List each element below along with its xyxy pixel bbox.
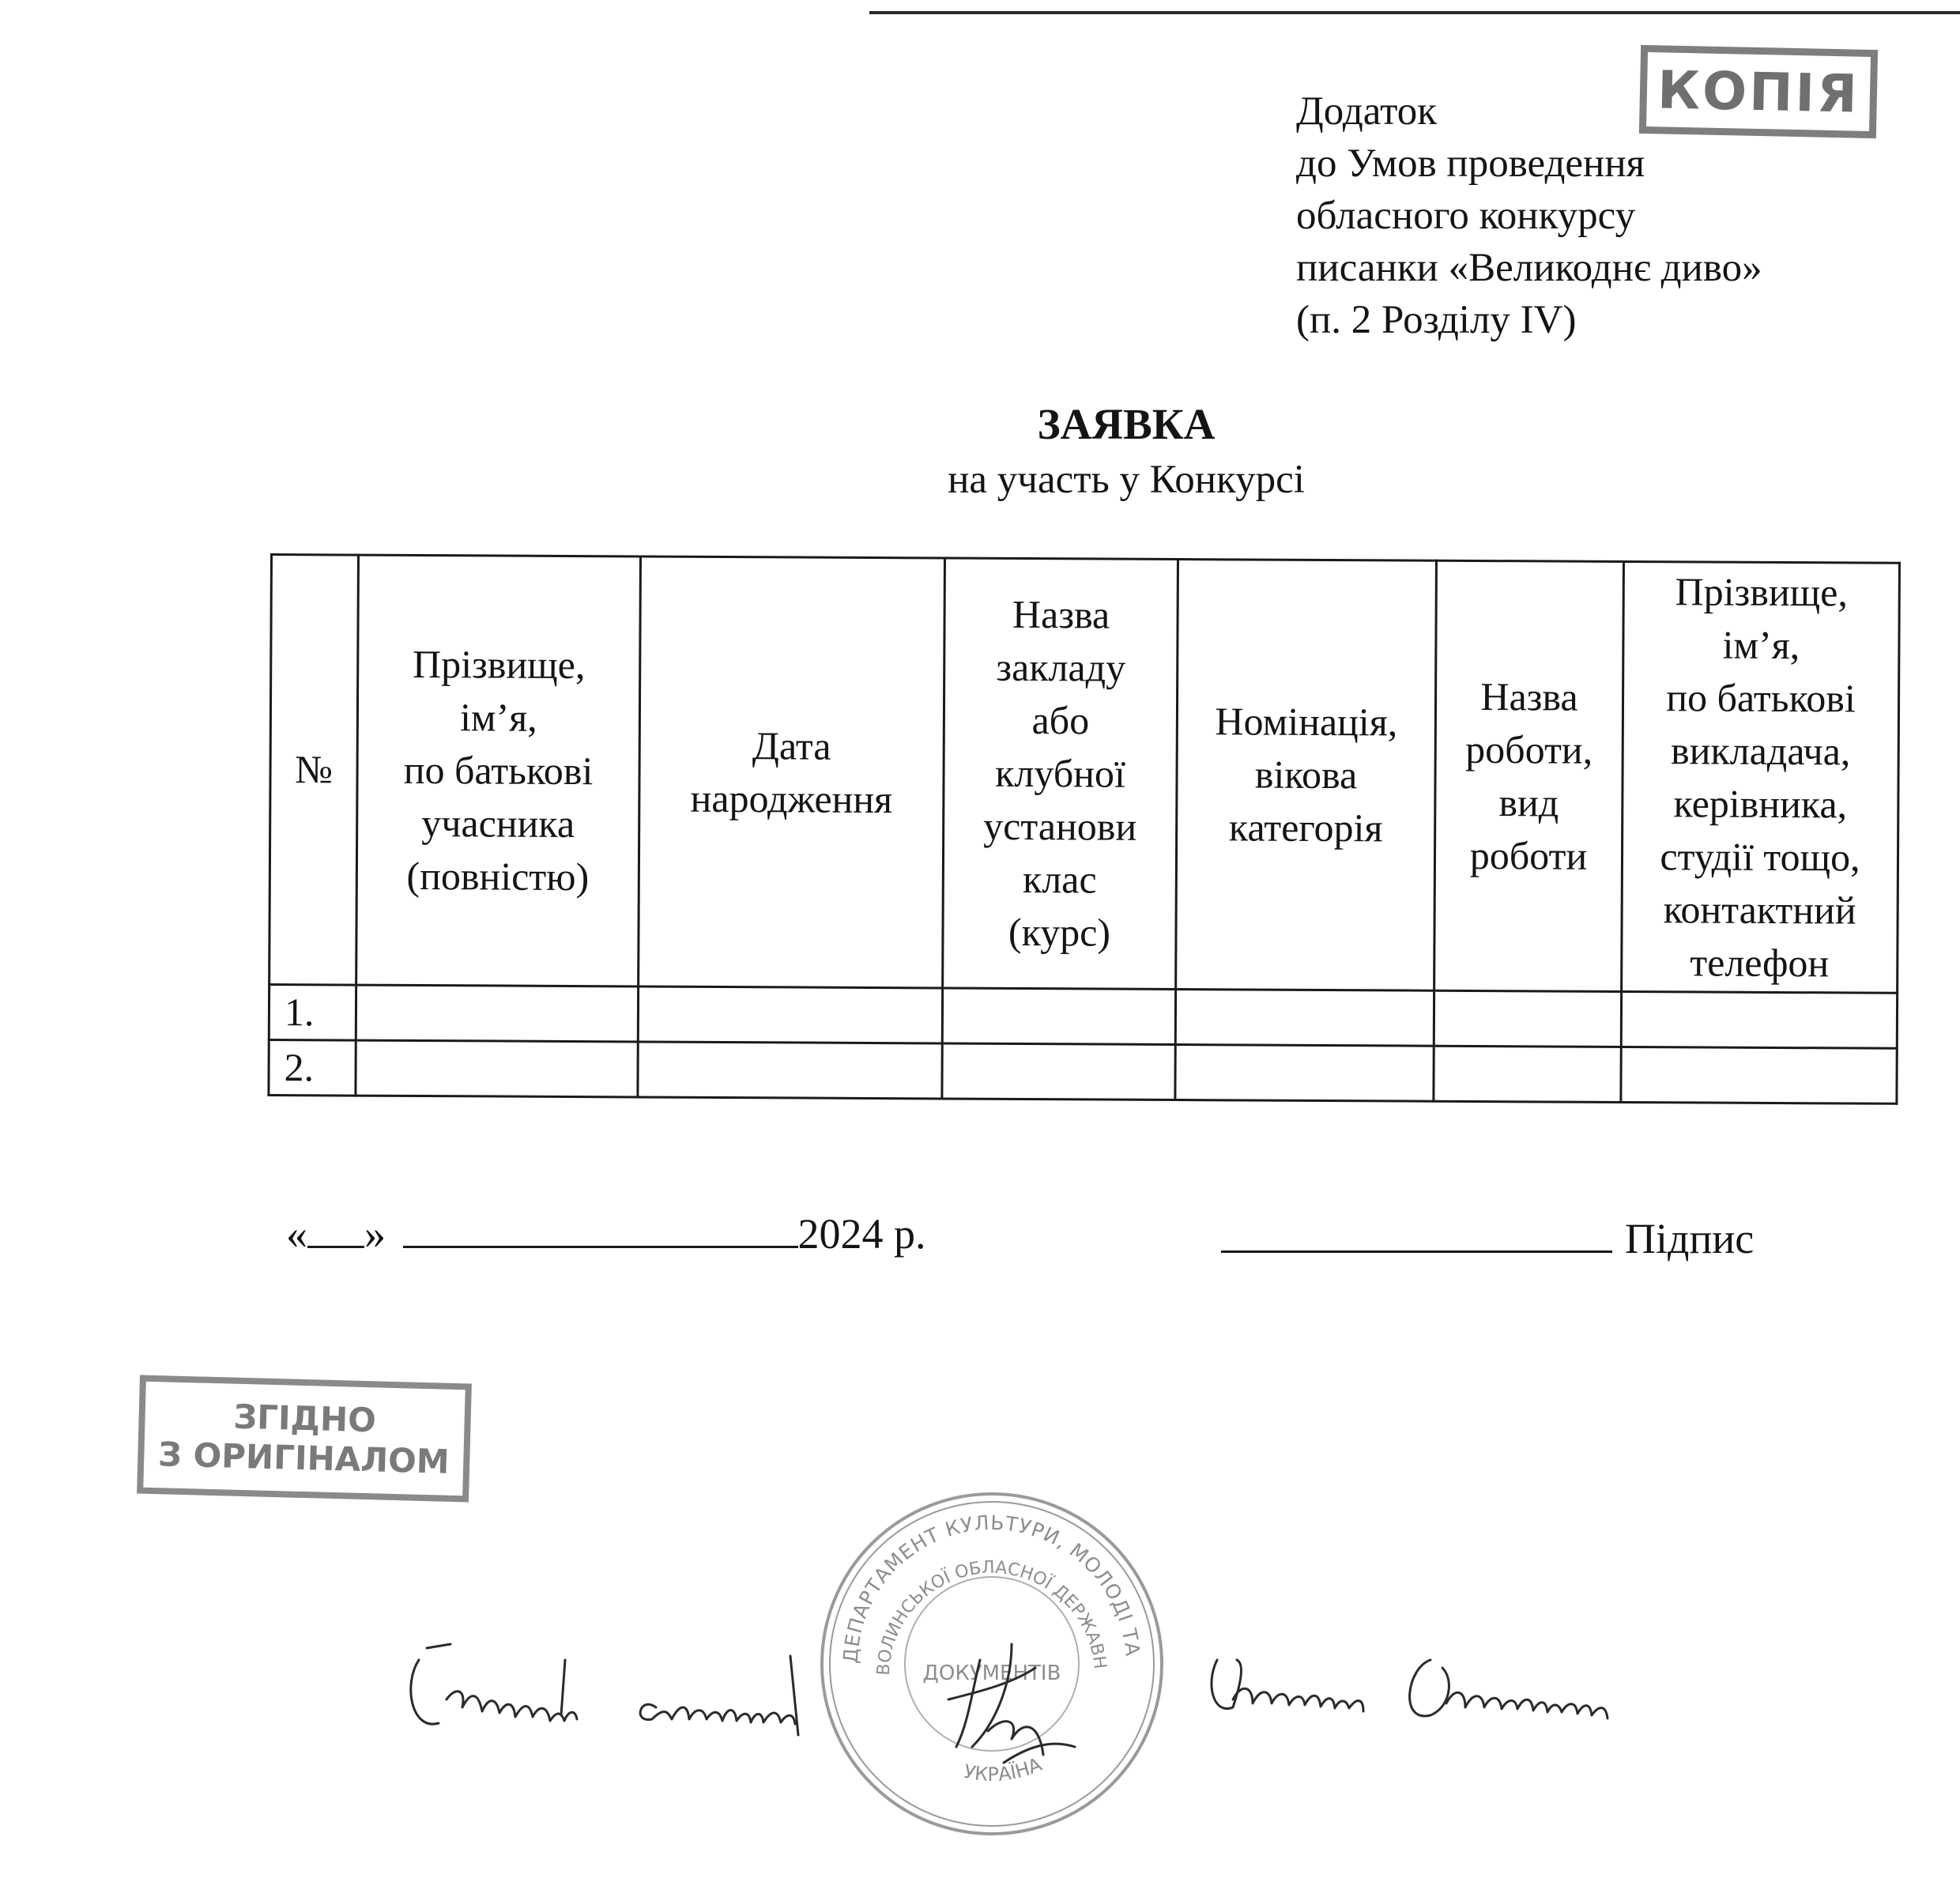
addendum-line: до Умов проведення — [1296, 141, 1645, 186]
table-header-line: установи — [983, 803, 1137, 849]
table-header-line: Дата — [752, 722, 831, 768]
table-cell[interactable] — [941, 1043, 1176, 1100]
table-header-line: учасника — [421, 801, 575, 847]
table-header-line: вікова — [1254, 752, 1358, 798]
table-header-line: або — [1031, 698, 1090, 743]
table-header-line: роботи, — [1465, 726, 1593, 772]
handwritten-signature — [409, 1643, 1609, 1764]
date-quote-close: » — [364, 1210, 386, 1258]
signature-blank[interactable] — [1221, 1209, 1612, 1253]
table-header-line: по батькові — [403, 747, 594, 794]
table-header-line: вид — [1498, 779, 1559, 825]
table-header-line: телефон — [1690, 939, 1830, 985]
table-header-line: роботи — [1469, 832, 1588, 878]
certified-stamp-line: З ОРИГІНАЛОМ — [157, 1435, 450, 1481]
table-header-line: Прізвище, — [412, 641, 586, 688]
table-cell[interactable] — [356, 985, 639, 1042]
certified-copy-stamp: ЗГІДНО З ОРИГІНАЛОМ — [137, 1375, 472, 1503]
table-header-line: ім’я, — [459, 695, 537, 740]
table-header-line: Назва — [1012, 591, 1110, 637]
table-header-line: Назва — [1480, 673, 1578, 719]
table-cell[interactable] — [1621, 991, 1898, 1049]
table-header-line: Прізвище, — [1675, 568, 1849, 614]
signature-label: Підпис — [1625, 1215, 1755, 1262]
table-header-line: ім’я, — [1722, 622, 1800, 667]
table-cell[interactable]: 2. — [268, 1039, 356, 1096]
official-seal: ДЕПАРТАМЕНТ КУЛЬТУРИ, МОЛОДІ ТА СПОРТУ В… — [814, 1486, 1163, 1835]
date-line: « » 2024 р. — [286, 1209, 926, 1258]
table-header-row: № Прізвище, ім’я, по батькові учасника (повн… — [269, 554, 1900, 994]
document-title: ЗАЯВКА — [1037, 400, 1216, 448]
seal-outer-ring — [820, 1492, 1163, 1835]
table-header-line: клубної — [995, 750, 1126, 796]
table-row: 1. — [269, 984, 1898, 1049]
table-cell[interactable] — [638, 986, 943, 1043]
header-institution: Назва закладу або клубної установи клас (курс) — [942, 557, 1178, 990]
application-table: № Прізвище, ім’я, по батькові учасника (повн… — [267, 553, 1901, 1105]
table-header-line: (повністю) — [406, 853, 590, 900]
addendum-line: писанки «Великоднє диво» — [1296, 246, 1762, 290]
header-work-title: Назва роботи, вид роботи — [1434, 560, 1624, 992]
top-edge-rule — [869, 11, 1960, 14]
addendum-line: обласного конкурсу — [1296, 194, 1636, 238]
table-cell[interactable] — [637, 1041, 943, 1099]
date-year: 2024 р. — [797, 1210, 926, 1258]
table-cell[interactable] — [355, 1040, 639, 1097]
table-header-line: № — [295, 747, 334, 792]
table-cell[interactable] — [942, 987, 1176, 1045]
table-header-line: по батькові — [1666, 674, 1856, 721]
header-teacher: Прізвище, ім’я, по батькові викладача, керів… — [1621, 561, 1900, 994]
date-quote-open: « — [286, 1210, 307, 1258]
day-blank[interactable] — [307, 1211, 364, 1248]
certified-stamp-line: ЗГІДНО — [232, 1397, 377, 1440]
header-participant-name: Прізвище, ім’я, по батькові учасника (повніс… — [356, 555, 641, 986]
table-header-line: категорія — [1228, 805, 1383, 851]
addendum-block: Додаток до Умов проведення обласного кон… — [1296, 85, 1762, 346]
month-blank[interactable] — [402, 1211, 798, 1248]
table-header-line: викладача, — [1670, 727, 1851, 773]
table-cell[interactable]: 1. — [269, 984, 356, 1041]
signature-line: Підпис — [1221, 1209, 1754, 1263]
table-header-line: народження — [690, 775, 893, 821]
header-number: № — [269, 554, 359, 986]
addendum-line: Додаток — [1296, 89, 1437, 134]
table-cell[interactable] — [1620, 1047, 1898, 1104]
table-header-line: керівника, — [1673, 780, 1848, 826]
document-subtitle: на участь у Конкурсі — [948, 458, 1305, 502]
table-header-line: (курс) — [1008, 909, 1111, 955]
table-cell[interactable] — [1174, 1044, 1434, 1102]
table-row: 2. — [268, 1039, 1898, 1104]
table-header-line: закладу — [996, 644, 1126, 690]
table-header-line: студії тощо, — [1660, 833, 1860, 880]
table-header-line: Номінація, — [1215, 699, 1398, 745]
table-header-line: контактний — [1663, 886, 1856, 933]
table-cell[interactable] — [1433, 1046, 1622, 1103]
seal-center-text: ДОКУМЕНТІВ — [922, 1662, 1061, 1685]
seal-inner-ring — [829, 1501, 1155, 1827]
seal-center-ring — [904, 1576, 1080, 1752]
table-header-line: клас — [1022, 856, 1097, 902]
table-cell[interactable] — [1434, 990, 1622, 1047]
header-nomination: Номінація, вікова категорія — [1175, 559, 1437, 991]
addendum-line: (п. 2 Розділу IV) — [1296, 298, 1577, 342]
header-birth-date: Дата народження — [638, 556, 945, 988]
table-cell[interactable] — [1175, 989, 1434, 1047]
